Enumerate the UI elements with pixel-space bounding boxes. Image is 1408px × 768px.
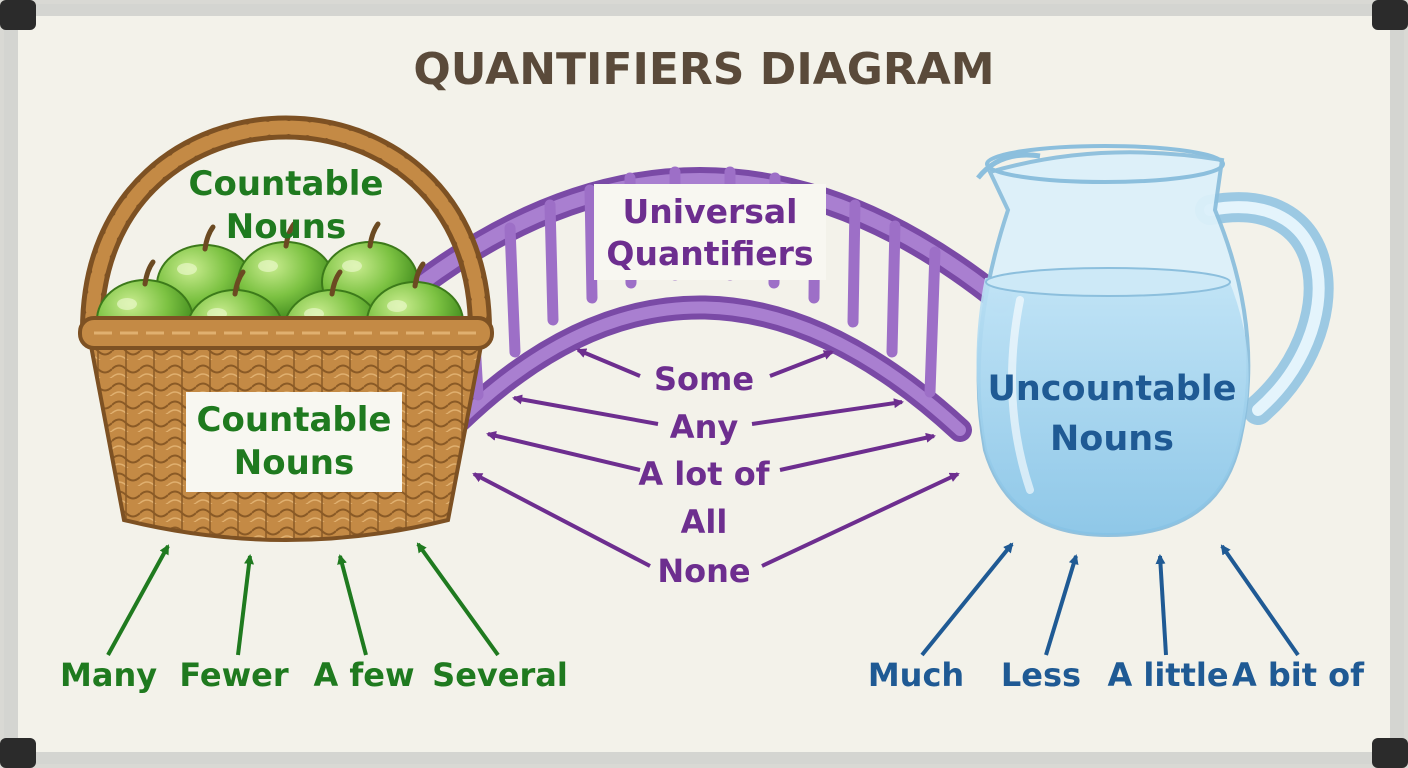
arrow-countable [337,554,368,656]
arrow-universal [779,432,936,472]
arrow-uncountable [1155,554,1168,656]
arrow-uncountable [920,542,1014,657]
universal-quantifier: Some [654,360,754,398]
arrow-universal [486,430,641,472]
frame-corner [1372,738,1408,768]
universal-quantifier: All [681,503,728,541]
uncountable-quantifier: A bit of [1232,656,1365,694]
frame-corner [0,738,36,768]
arrow-countable [416,542,500,657]
universal-quantifier: None [657,552,750,590]
pitcher-label-line-2: Nouns [1050,419,1174,459]
universal-sign-line-2: Quantifiers [606,234,813,273]
countable-sign-line-1: Countable [197,400,392,440]
arrow-countable [106,544,170,656]
basket-label-line-2: Nouns [226,207,346,247]
countable-quantifier: Several [432,656,568,694]
arrow-universal [769,350,834,378]
universal-quantifier: Any [670,408,739,446]
arrow-universal [761,472,960,568]
frame-corner [1372,0,1408,30]
water-pitcher-illustration [976,144,1334,538]
arrow-universal [751,398,904,426]
arrow-uncountable [1220,544,1300,657]
universal-quantifier: A lot of [638,455,770,493]
arrow-universal [576,348,641,378]
arrow-universal [472,472,651,568]
basket-label-line-1: Countable [189,164,384,204]
uncountable-quantifier: Less [1001,656,1081,694]
pitcher-label-line-1: Uncountable [987,369,1236,409]
countable-quantifier: Many [60,656,157,694]
countable-quantifier: A few [313,656,414,694]
countable-sign-line-2: Nouns [234,443,354,483]
uncountable-quantifier: A little [1107,656,1228,694]
countable-sign [186,392,402,492]
arrow-countable [236,554,255,656]
diagram-title: QUANTIFIERS DIAGRAM [413,44,994,95]
arrow-uncountable [1044,554,1079,656]
uncountable-quantifier: Much [868,656,964,694]
arrow-universal [512,394,659,426]
countable-quantifier: Fewer [179,656,289,694]
universal-sign-line-1: Universal [623,192,798,231]
frame-corner [0,0,36,30]
universal-sign [594,184,826,280]
